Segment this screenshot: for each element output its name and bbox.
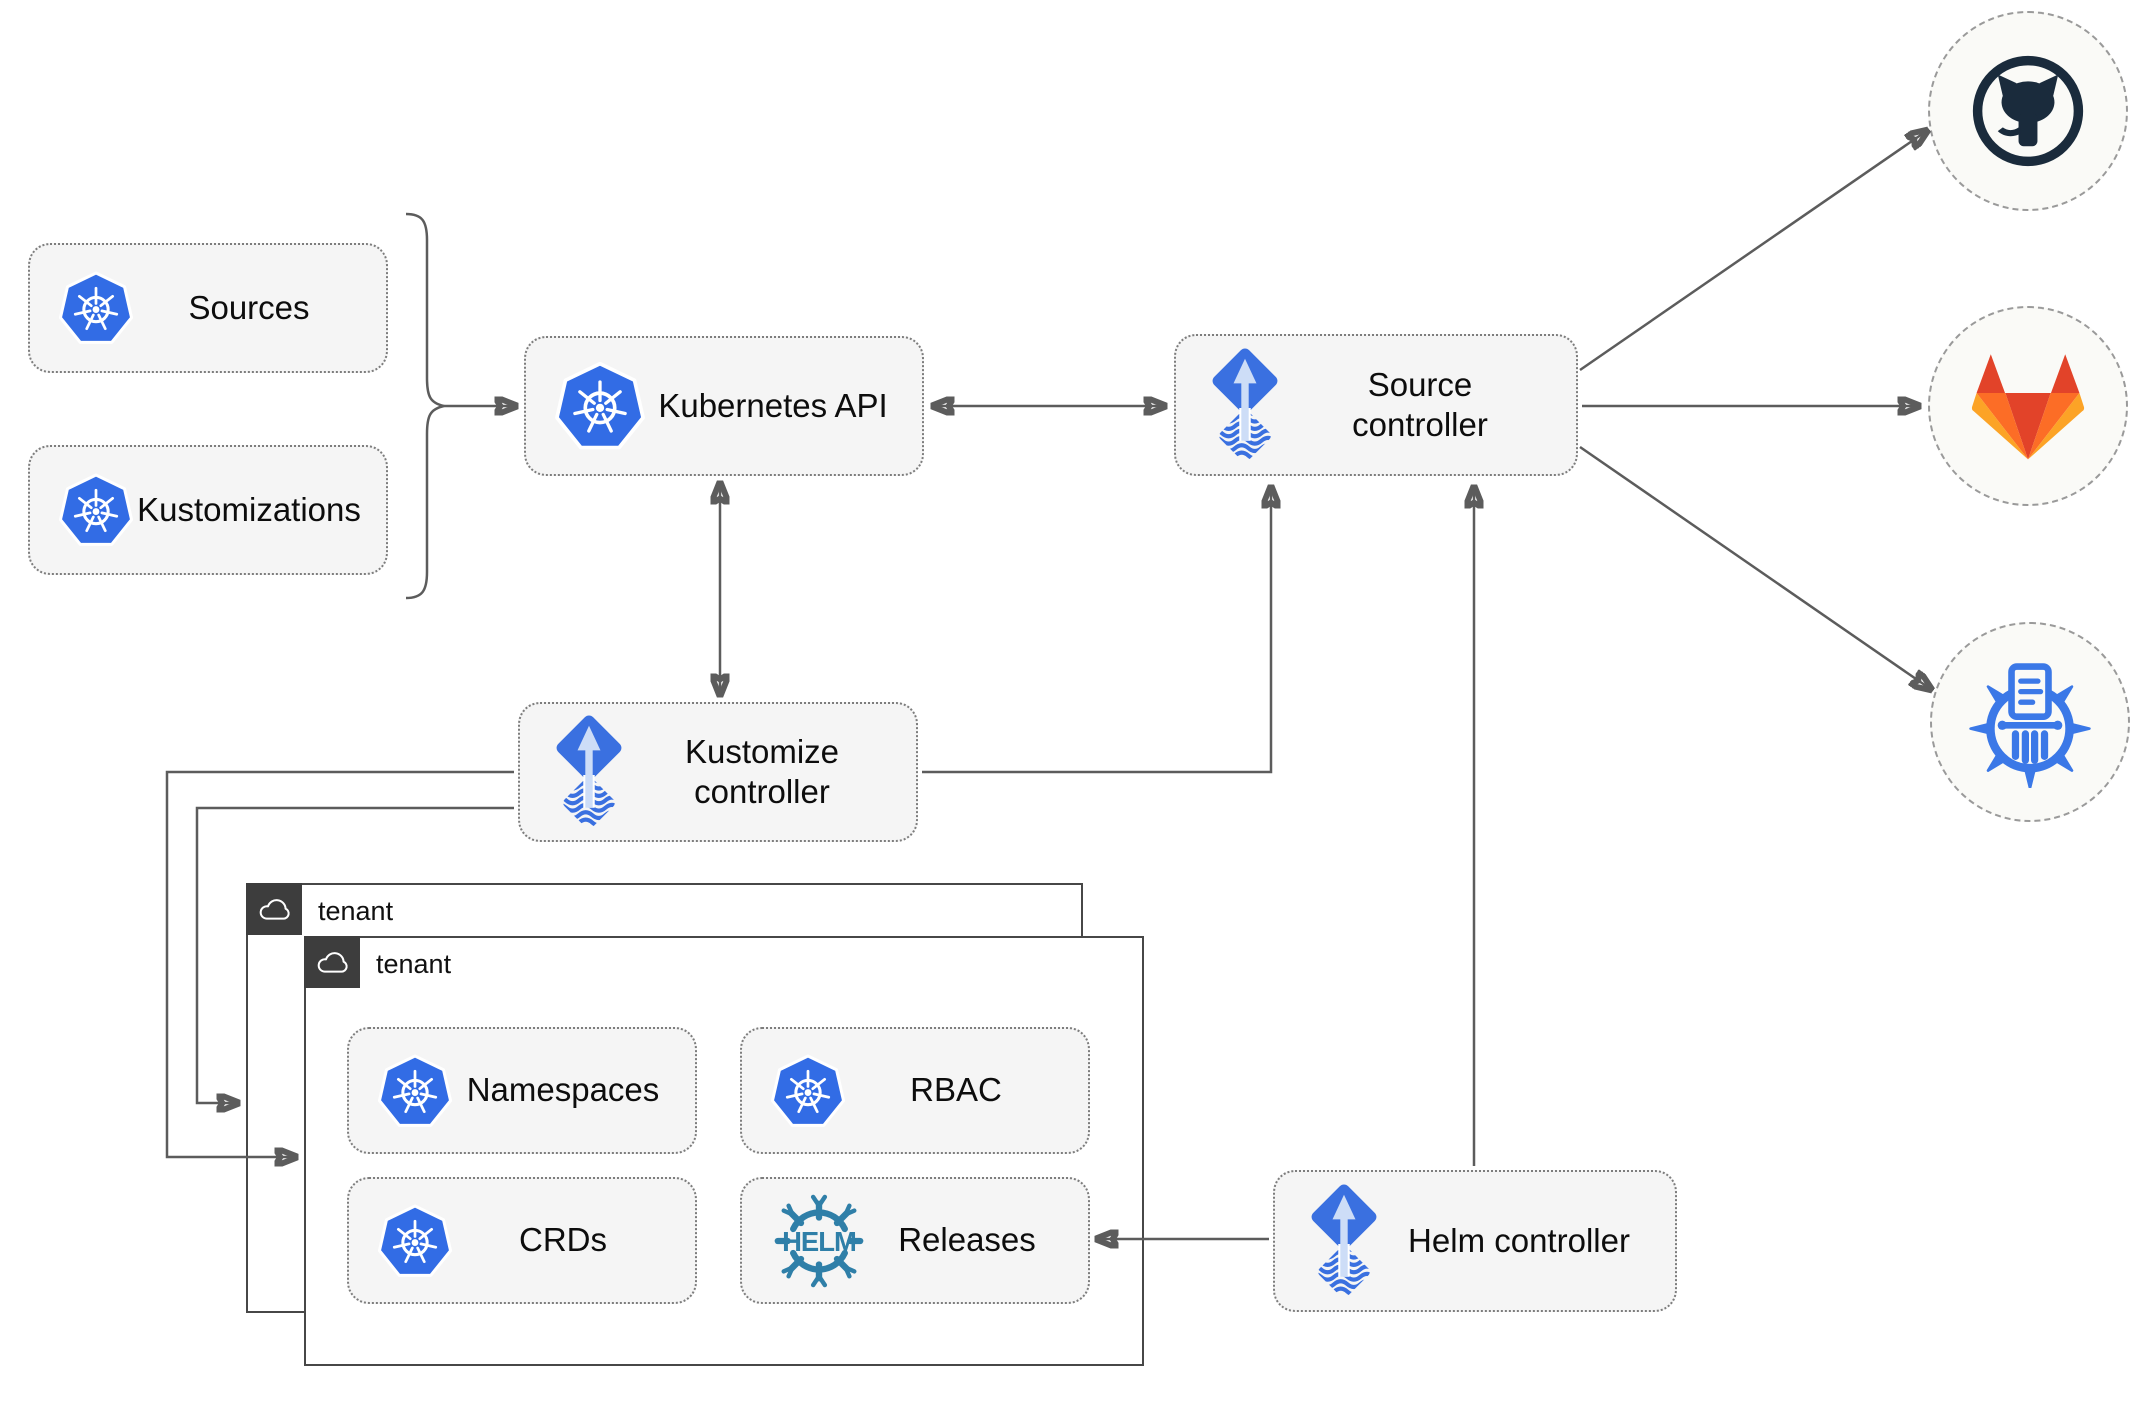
- node-helm-controller: Helm controller: [1273, 1170, 1677, 1312]
- kubernetes-icon: [554, 360, 646, 452]
- node-source-controller: Source controller: [1174, 334, 1578, 476]
- helm-wordmark: HELM: [782, 1225, 856, 1256]
- node-sources: Sources: [28, 243, 388, 373]
- node-label: Sources: [188, 288, 310, 326]
- node-label: Kubernetes API: [658, 386, 888, 424]
- edge-kustomize-to-source-controller: [922, 486, 1271, 774]
- node-label: Kustomizations: [137, 490, 361, 528]
- tenant-group-front: tenant Namespaces RBAC CRDs: [303, 935, 1144, 1366]
- gitlab-icon: [1971, 354, 2085, 460]
- node-namespaces: Namespaces: [347, 1027, 697, 1154]
- cloud-icon: [256, 895, 292, 922]
- kubernetes-icon: [377, 1053, 453, 1129]
- node-label: Helm controller: [1408, 1221, 1630, 1259]
- node-kustomizations: Kustomizations: [28, 445, 388, 575]
- helm-icon: HELM: [774, 1194, 864, 1287]
- kubernetes-icon: [58, 270, 134, 346]
- external-chartmuseum: [1930, 622, 2130, 822]
- kubernetes-icon: [377, 1203, 453, 1279]
- node-kustomize-controller: Kustomize controller: [518, 702, 918, 842]
- flux-icon: [1303, 1180, 1385, 1303]
- node-rbac: RBAC: [740, 1027, 1090, 1154]
- node-label: Kustomize controller: [684, 732, 840, 810]
- node-kubernetes-api: Kubernetes API: [524, 336, 924, 476]
- cloud-icon: [314, 948, 350, 975]
- tenant-tab: [245, 882, 302, 935]
- kubernetes-icon: [58, 472, 134, 548]
- tenant-label: tenant: [318, 896, 394, 926]
- node-label: CRDs: [519, 1221, 607, 1259]
- node-label: RBAC: [910, 1071, 1002, 1109]
- edge-source-to-chartmuseum: [1579, 445, 1932, 690]
- node-label: Source controller: [1352, 365, 1488, 443]
- tenant-tab: [303, 935, 360, 988]
- node-crds: CRDs: [347, 1177, 697, 1304]
- brace-sources-kustomizations: [405, 212, 445, 600]
- tenant-label: tenant: [376, 949, 452, 979]
- node-releases: HELM Releases: [740, 1177, 1090, 1304]
- edge-source-to-github: [1579, 130, 1928, 372]
- external-github: [1928, 11, 2128, 211]
- flux-icon: [548, 711, 630, 834]
- github-icon: [1972, 55, 2084, 167]
- external-gitlab: [1928, 306, 2128, 506]
- kubernetes-icon: [770, 1053, 846, 1129]
- flux-icon: [1204, 344, 1286, 467]
- node-label: Releases: [898, 1221, 1036, 1259]
- chartmuseum-icon: [1969, 663, 2091, 788]
- node-label: Namespaces: [466, 1071, 660, 1109]
